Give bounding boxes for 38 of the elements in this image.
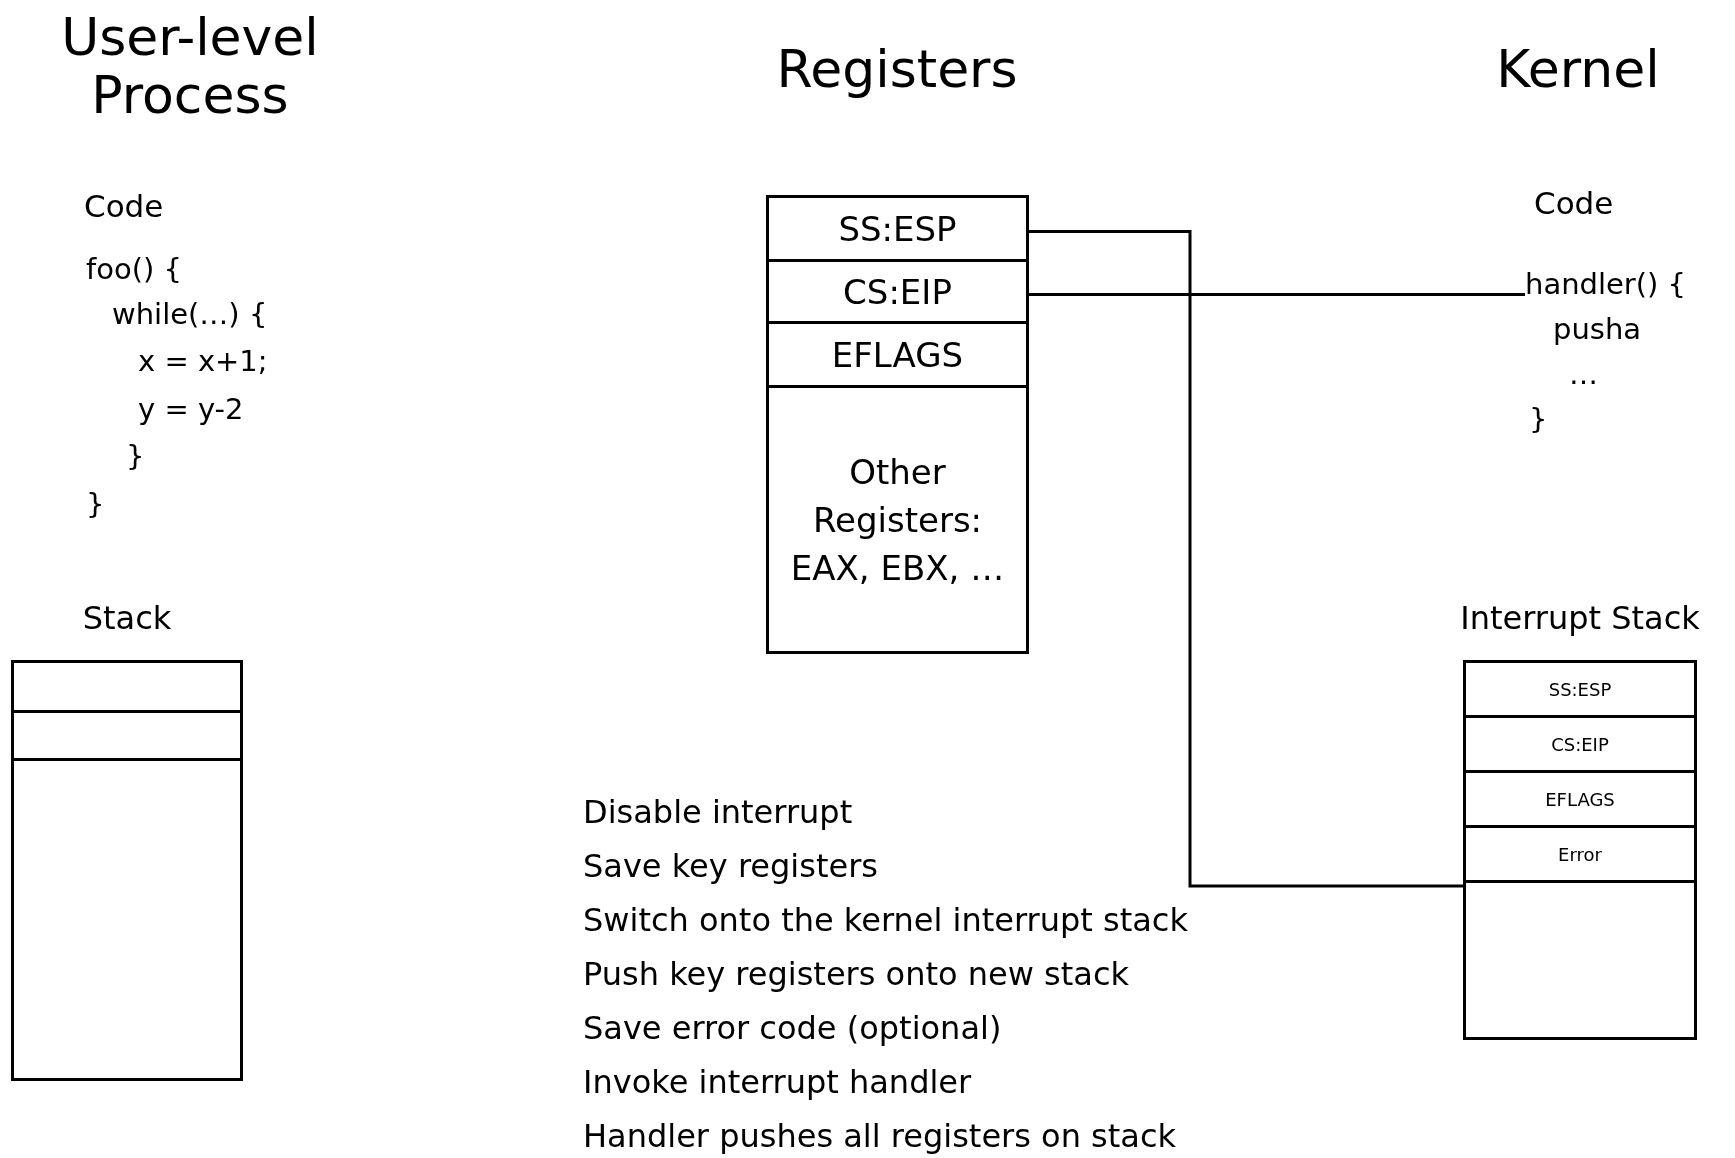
code-line: while(…) {: [112, 297, 268, 331]
section-heading: Code: [1534, 185, 1614, 221]
stack-slot: [11, 710, 243, 761]
step-text: Disable interrupt: [583, 792, 853, 832]
register-slot: EFLAGS: [766, 321, 1029, 388]
step-text: Handler pushes all registers on stack: [583, 1116, 1177, 1156]
connector-line: [1029, 293, 1525, 296]
connector-line: [1029, 230, 1463, 888]
code-line: }: [86, 487, 105, 521]
code-line: }: [126, 439, 145, 473]
column-title: Registers: [775, 40, 1019, 98]
stack-heading: Interrupt Stack: [1460, 598, 1700, 638]
code-line: foo() {: [86, 252, 182, 286]
stack-heading: Stack: [82, 598, 172, 638]
section-heading: Code: [84, 188, 164, 224]
code-line: …: [1569, 356, 1599, 393]
code-line: }: [1529, 401, 1549, 438]
step-text: Save key registers: [583, 846, 878, 886]
step-text: Switch onto the kernel interrupt stack: [583, 900, 1188, 940]
register-slot: CS:EIP: [766, 259, 1029, 324]
register-slot: SS:ESP: [766, 195, 1029, 262]
column-title: Kernel: [1495, 40, 1661, 98]
step-text: Push key registers onto new stack: [583, 954, 1129, 994]
stack-slot: [11, 758, 243, 1081]
step-text: Save error code (optional): [583, 1008, 1002, 1048]
code-line: y = y-2: [138, 392, 244, 426]
code-line: handler() {: [1525, 266, 1688, 303]
register-slot: EFLAGS: [1463, 770, 1697, 828]
register-slot: Error: [1463, 825, 1697, 883]
stack-slot: [11, 660, 243, 713]
stack-slot: [1463, 880, 1697, 1040]
column-title: User-level Process: [60, 8, 320, 124]
register-slot: Other Registers: EAX, EBX, …: [766, 385, 1029, 654]
register-slot: SS:ESP: [1463, 660, 1697, 718]
code-line: x = x+1;: [138, 344, 268, 378]
code-line: pusha: [1553, 311, 1643, 348]
register-slot: CS:EIP: [1463, 715, 1697, 773]
step-text: Invoke interrupt handler: [583, 1062, 972, 1102]
